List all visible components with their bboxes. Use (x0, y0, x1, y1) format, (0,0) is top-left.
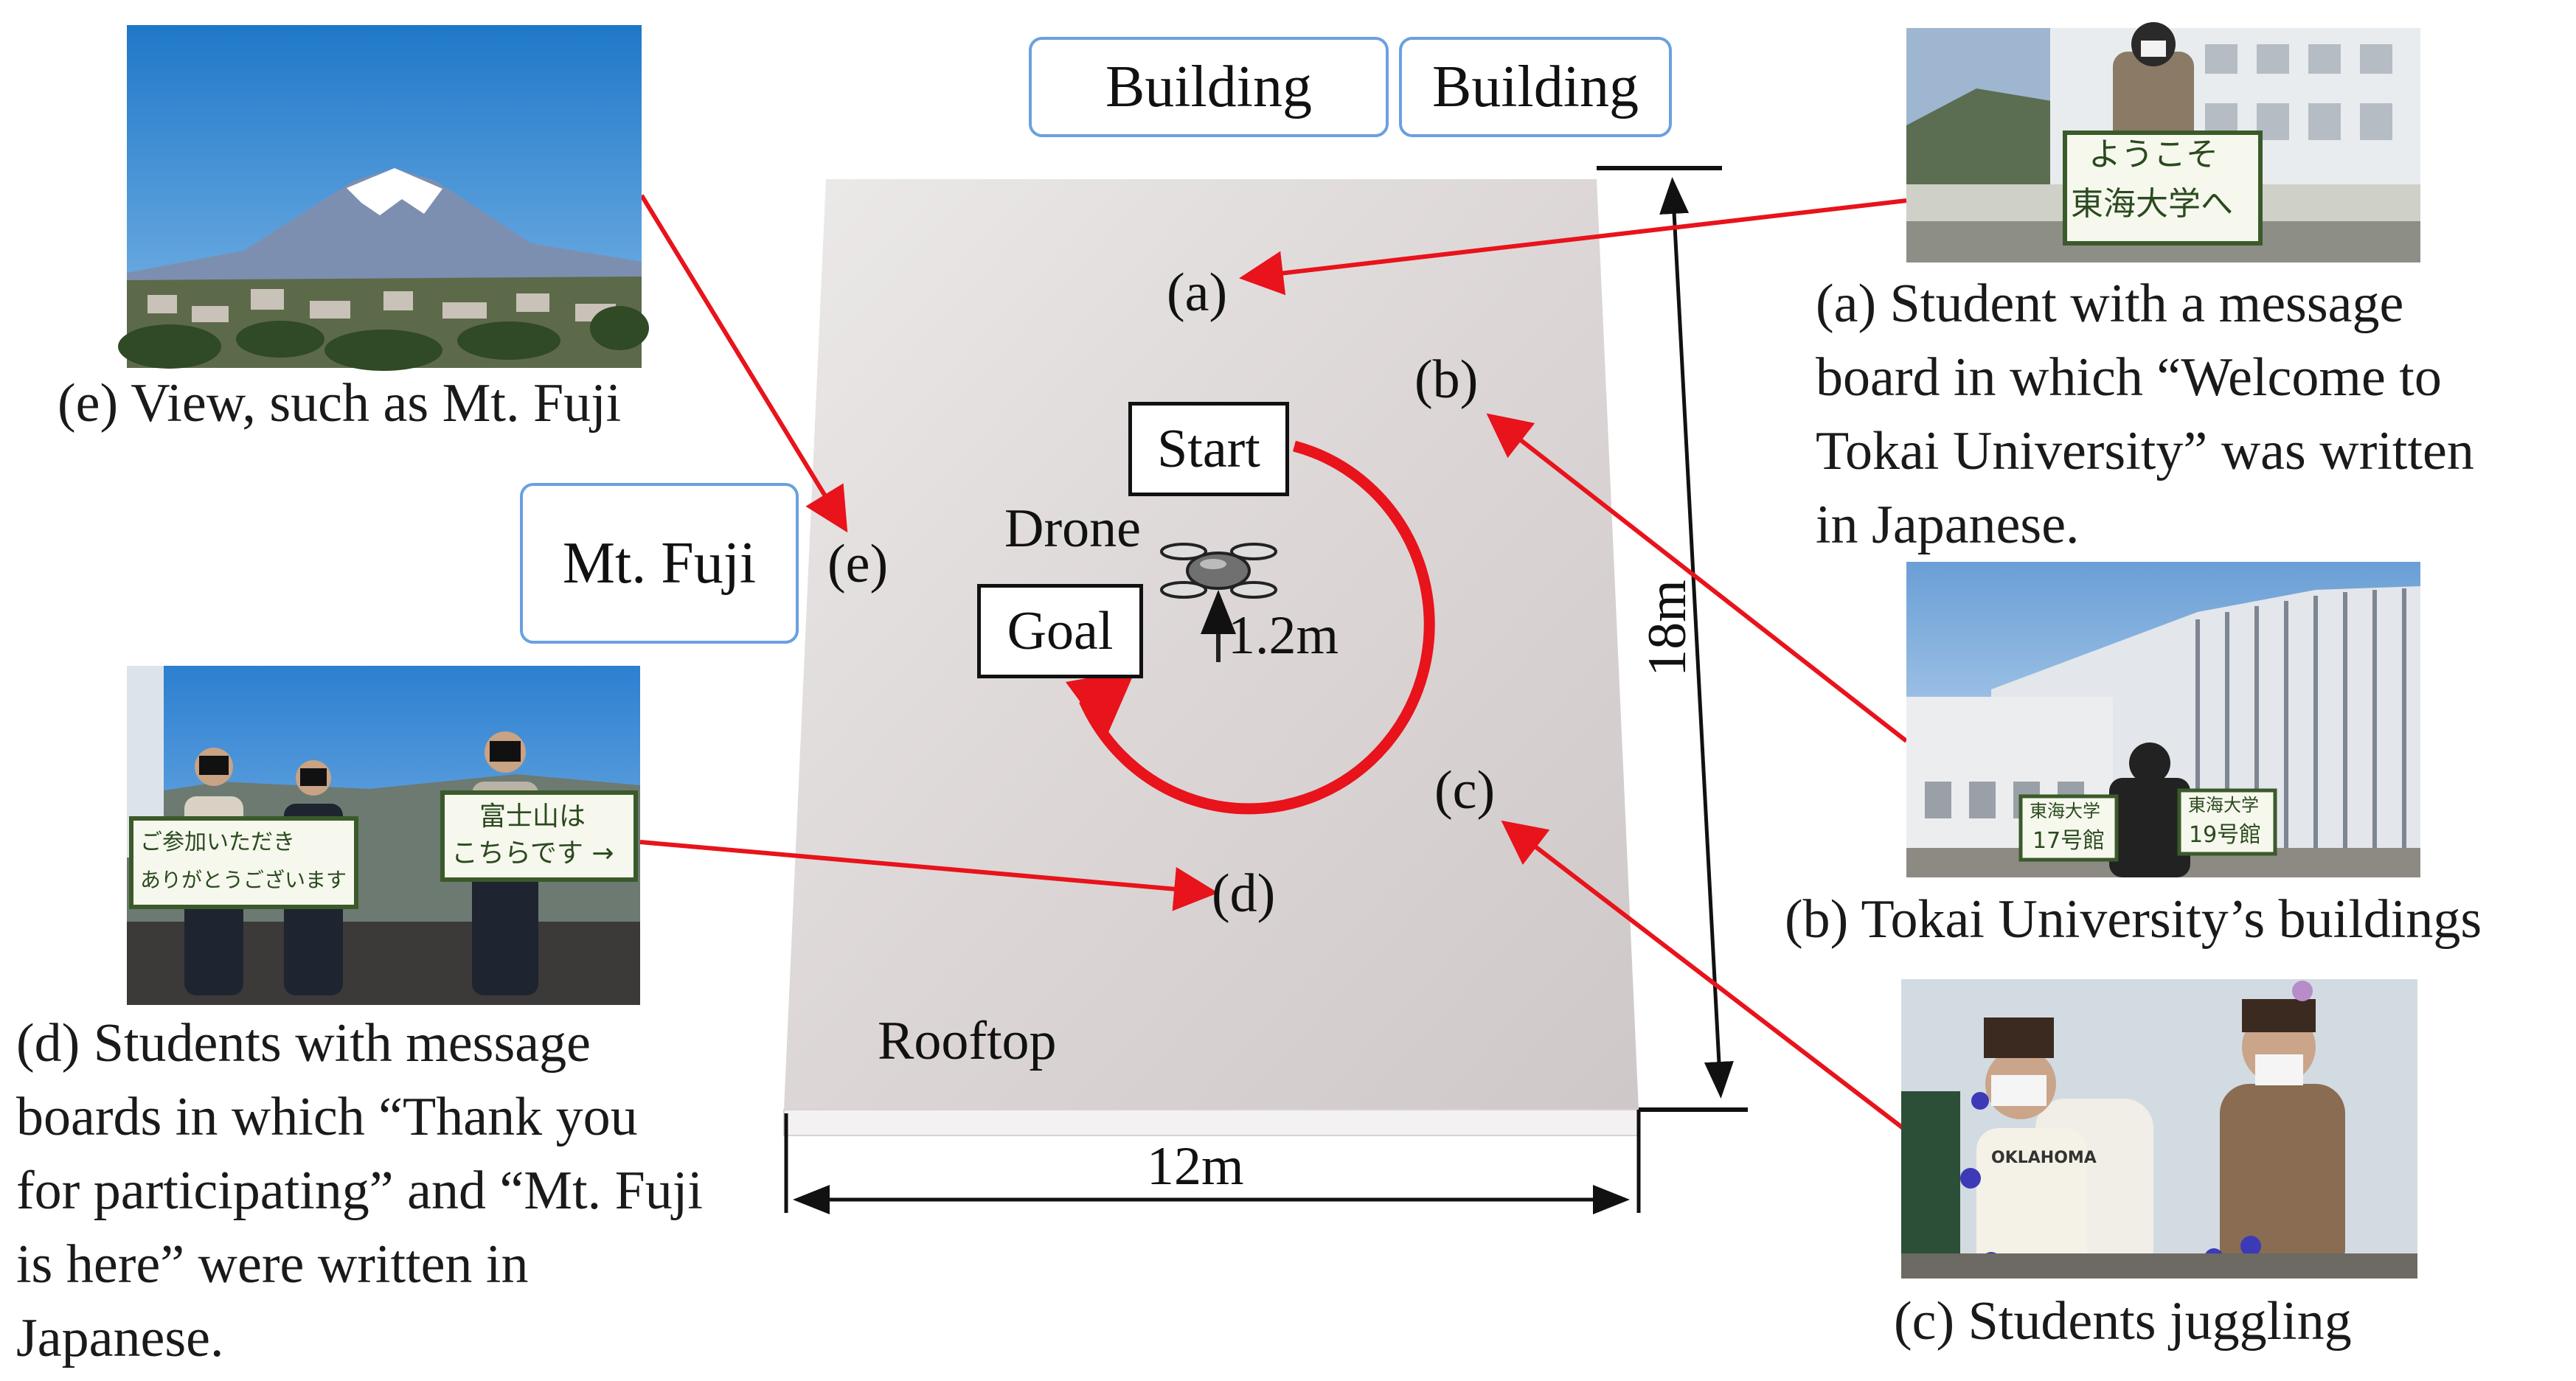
point-b: (b) (1414, 349, 1479, 410)
sign-b-4: 19号館 (2189, 822, 2262, 848)
rooftop-area (783, 179, 1639, 1136)
building-box-right: Building (1399, 37, 1672, 137)
shirt-text: OKLAHOMA (1991, 1149, 2097, 1167)
width-label: 12m (1147, 1136, 1244, 1197)
caption-d-line: boards in which “Thank you (16, 1087, 638, 1147)
point-a: (a) (1167, 262, 1228, 323)
sign-d-1: ご参加いただき (140, 829, 295, 855)
sign-a-line2: 東海大学へ (2071, 185, 2233, 223)
point-c: (c) (1434, 760, 1496, 821)
sign-b-1: 東海大学 (2030, 801, 2100, 821)
drone-label: Drone (1004, 498, 1141, 559)
height-label: 1.2m (1228, 605, 1339, 666)
mt-fuji-label: Mt. Fuji (562, 530, 757, 596)
point-d: (d) (1212, 863, 1276, 924)
caption-b: (b) Tokai University’s buildings (1785, 889, 2482, 950)
sign-b-3: 東海大学 (2188, 795, 2259, 815)
caption-d-line: is here” were written in (16, 1234, 529, 1295)
drone-icon (1160, 543, 1277, 599)
point-e: (e) (827, 534, 889, 594)
depth-label: 18m (1636, 580, 1698, 677)
caption-d-line: Japanese. (16, 1308, 224, 1368)
start-label: Start (1157, 418, 1260, 479)
caption-a-line: (a) Student with a message (1816, 274, 2404, 334)
connector-arrows (639, 194, 1919, 1141)
building-label: Building (1431, 54, 1639, 119)
sign-a-line1: ようこそ (2089, 136, 2218, 173)
sign-d-4: こちらです → (451, 838, 614, 869)
photo-b (1906, 562, 2420, 877)
photo-a (1906, 22, 2420, 262)
photo-e (118, 25, 649, 371)
flight-path (1066, 440, 1435, 815)
depth-dimension (1597, 166, 1748, 1112)
caption-a: (a) Student with a message board in whic… (1816, 267, 2474, 562)
goal-label: Goal (1007, 600, 1114, 661)
photo-d (127, 666, 640, 1005)
rooftop-label: Rooftop (878, 1011, 1057, 1071)
photo-c (1901, 979, 2417, 1279)
caption-d-line: (d) Students with message (16, 1013, 591, 1074)
sign-d-2: ありがとうございます (140, 868, 347, 892)
caption-a-line: board in which “Welcome to (1816, 347, 2442, 408)
caption-d: (d) Students with message boards in whic… (16, 1006, 703, 1375)
sign-d-3: 富士山は (479, 801, 586, 832)
building-box-left: Building (1029, 37, 1389, 137)
building-label: Building (1105, 54, 1313, 119)
goal-box: Goal (977, 584, 1143, 678)
start-box: Start (1128, 402, 1289, 496)
caption-a-line: Tokai University” was written (1816, 421, 2474, 481)
caption-a-line: in Japanese. (1816, 495, 2080, 555)
caption-d-line: for participating” and “Mt. Fuji (16, 1161, 703, 1221)
caption-e: (e) View, such as Mt. Fuji (58, 373, 622, 434)
width-dimension (784, 1110, 1641, 1214)
caption-c: (c) Students juggling (1894, 1291, 2352, 1352)
sign-b-2: 17号館 (2032, 828, 2105, 854)
mt-fuji-box: Mt. Fuji (520, 483, 799, 644)
